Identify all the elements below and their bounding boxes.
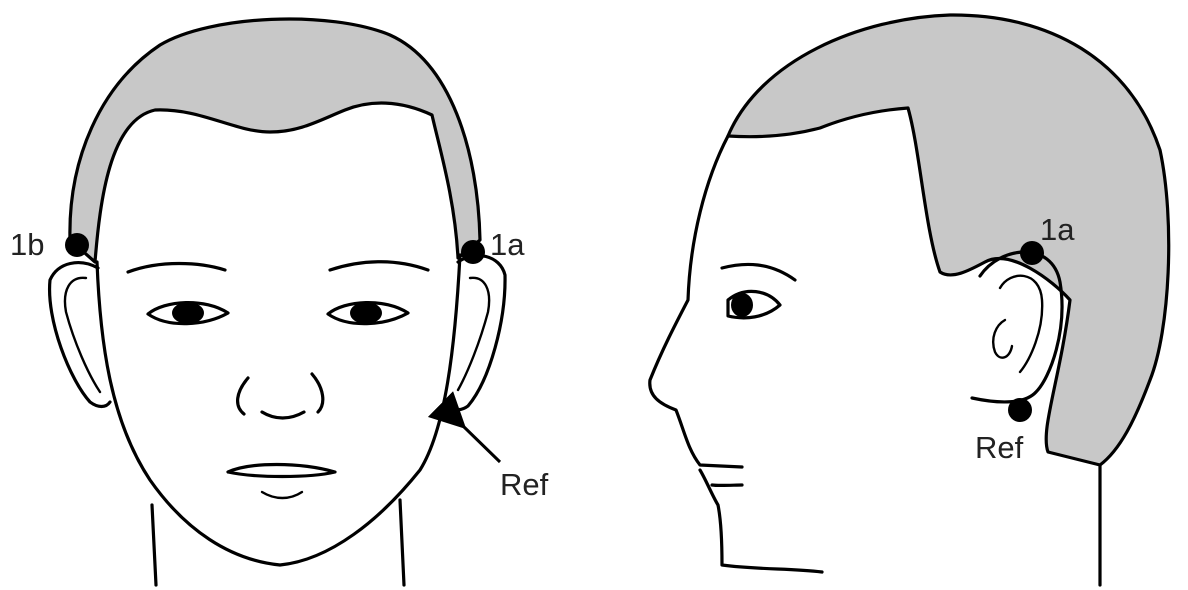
front-left-ear [50, 263, 110, 407]
front-left-ear-inner [65, 278, 100, 392]
front-view-head [50, 19, 505, 585]
front-electrode-1b-dot [65, 233, 89, 257]
front-electrode-1a-dot [461, 240, 485, 264]
front-right-eye [328, 302, 408, 324]
front-label-1a: 1a [490, 227, 525, 262]
side-electrode-ref-dot [1008, 398, 1032, 422]
side-ear-canal [993, 320, 1012, 358]
side-eye [728, 291, 780, 317]
front-right-ear-inner [458, 278, 489, 390]
front-left-eyebrow [128, 264, 225, 273]
front-lower-lip [262, 492, 302, 498]
side-label-1a: 1a [1040, 212, 1075, 247]
front-nose-left [238, 378, 248, 414]
front-nose-bottom [262, 412, 304, 418]
side-face-profile [650, 136, 822, 572]
front-right-eyebrow [330, 262, 428, 270]
front-label-ref: Ref [500, 467, 549, 502]
front-ref-arrow [462, 425, 500, 462]
side-view-head [650, 15, 1169, 585]
side-hair [728, 15, 1169, 465]
side-eyebrow [722, 264, 795, 280]
front-mouth [228, 465, 335, 477]
front-label-1b: 1b [10, 227, 44, 262]
front-neck-left [152, 505, 156, 585]
front-neck-right [400, 500, 404, 585]
front-left-eye [148, 302, 228, 324]
front-hair [70, 19, 480, 262]
side-label-ref: Ref [975, 430, 1024, 465]
front-nose-right [312, 374, 323, 412]
